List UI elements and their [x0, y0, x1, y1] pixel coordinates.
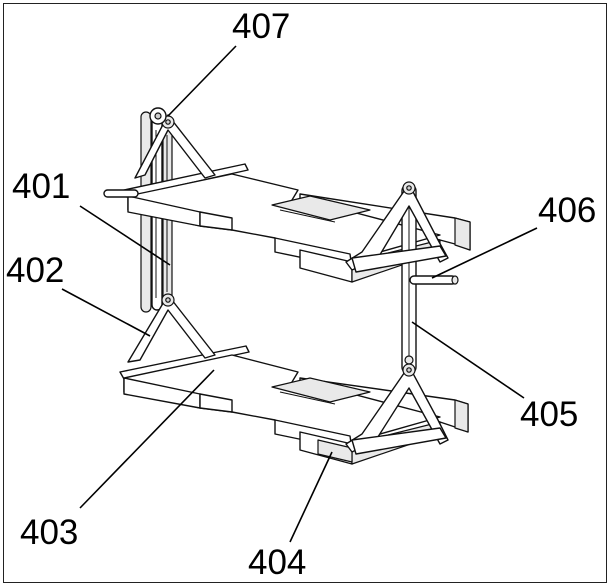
right-lower-bracket: [345, 363, 449, 455]
top-pivot: [149, 107, 167, 125]
leader-405: [411, 321, 525, 399]
callout-407: 407: [232, 7, 290, 46]
leader-406: [431, 227, 538, 279]
callout-405: 405: [520, 395, 578, 434]
leader-lines: [61, 45, 538, 543]
leader-407: [167, 45, 237, 117]
callout-404: 404: [248, 543, 306, 582]
left-lower-bracket: [127, 293, 216, 363]
callout-401: 401: [12, 167, 70, 206]
callout-402: 402: [6, 251, 64, 290]
leader-401: [79, 205, 171, 266]
callout-403: 403: [20, 513, 78, 552]
leader-402: [61, 288, 151, 337]
leader-404: [289, 451, 333, 543]
right-shaft: [409, 275, 459, 285]
figure-border: [3, 3, 607, 583]
leader-403: [79, 369, 215, 509]
upper-tray: [123, 163, 471, 283]
left-shaft: [103, 189, 139, 198]
callout-labels: 407 401 402 403 404 405 406: [6, 7, 596, 582]
callout-406: 406: [538, 191, 596, 230]
right-upper-bracket: [345, 181, 449, 273]
